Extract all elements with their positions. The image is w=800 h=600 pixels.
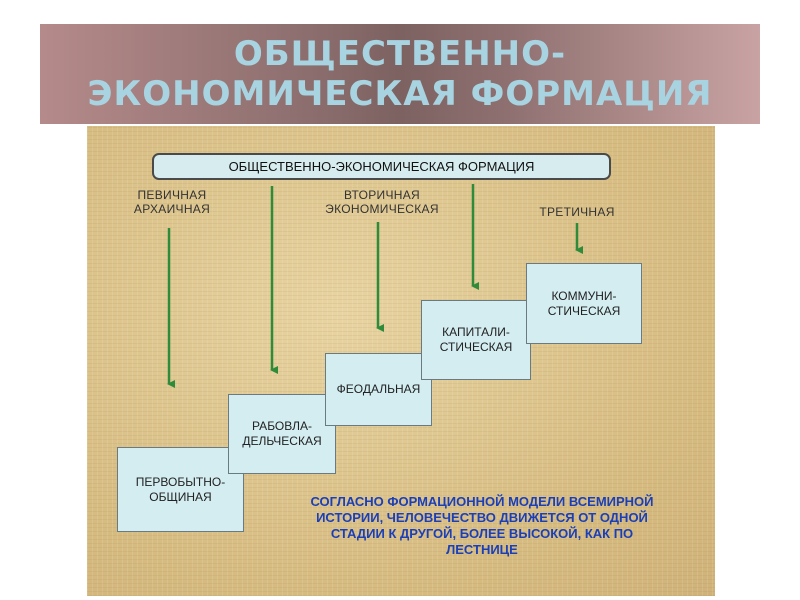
stage-feudal-box: ФЕОДАЛЬНАЯ [325, 353, 432, 426]
diagram-panel: ОБЩЕСТВЕННО-ЭКОНОМИЧЕСКАЯ ФОРМАЦИЯ ПЕВИЧ… [87, 126, 715, 596]
stage-capitalist-line-2: СТИЧЕСКАЯ [439, 340, 513, 354]
note-line-4: ЛЕСТНИЦЕ [446, 542, 518, 557]
stage-primitive-line-2: ОБЩИНАЯ [149, 489, 212, 504]
note-line-3: СТАДИИ К ДРУГОЙ, БОЛЕЕ ВЫСОКОЙ, КАК ПО [330, 526, 634, 541]
slide-title-banner: ОБЩЕСТВЕННО- ЭКОНОМИЧЕСКАЯ ФОРМАЦИЯ [40, 24, 760, 124]
stage-capitalist-line-1: КАПИТАЛИ- [442, 325, 510, 339]
stage-communist-box: КОММУНИ- СТИЧЕСКАЯ [526, 263, 642, 344]
formation-model-note: СОГЛАСНО ФОРМАЦИОННОЙ МОДЕЛИ ВСЕМИРНОЙ И… [262, 494, 702, 558]
category-primary-line-1: ПЕВИЧНАЯ [137, 188, 207, 202]
slide-title-line-1: ОБЩЕСТВЕННО- [233, 34, 567, 74]
stage-slave-line-1: РАБОВЛА- [251, 419, 313, 433]
category-secondary-label: ВТОРИЧНАЯ ЭКОНОМИЧЕСКАЯ [312, 188, 452, 216]
stage-slave-line-2: ДЕЛЬЧЕСКАЯ [242, 434, 322, 448]
category-tertiary-label: ТРЕТИЧНАЯ [517, 205, 637, 219]
stage-primitive-line-1: ПЕРВОБЫТНО- [135, 474, 226, 489]
stage-feudal-line-1: ФЕОДАЛЬНАЯ [336, 382, 421, 396]
formation-header-box: ОБЩЕСТВЕННО-ЭКОНОМИЧЕСКАЯ ФОРМАЦИЯ [152, 153, 611, 180]
stage-communist-line-1: КОММУНИ- [551, 288, 617, 303]
stage-capitalist-box: КАПИТАЛИ- СТИЧЕСКАЯ [421, 300, 531, 380]
slide-title-line-2: ЭКОНОМИЧЕСКАЯ ФОРМАЦИЯ [87, 74, 713, 114]
stage-primitive-box: ПЕРВОБЫТНО- ОБЩИНАЯ [117, 447, 244, 532]
category-primary-line-2: АРХАИЧНАЯ [133, 202, 211, 216]
category-tertiary-line-1: ТРЕТИЧНАЯ [539, 205, 615, 219]
category-secondary-line-1: ВТОРИЧНАЯ [344, 188, 420, 202]
note-line-1: СОГЛАСНО ФОРМАЦИОННОЙ МОДЕЛИ ВСЕМИРНОЙ [310, 494, 654, 509]
category-secondary-line-2: ЭКОНОМИЧЕСКАЯ [325, 202, 439, 216]
category-primary-label: ПЕВИЧНАЯ АРХАИЧНАЯ [117, 188, 227, 216]
stage-communist-line-2: СТИЧЕСКАЯ [547, 303, 621, 318]
stage-slave-box: РАБОВЛА- ДЕЛЬЧЕСКАЯ [228, 394, 336, 474]
note-line-2: ИСТОРИИ, ЧЕЛОВЕЧЕСТВО ДВИЖЕТСЯ ОТ ОДНОЙ [316, 510, 648, 525]
arrows-layer [167, 184, 583, 388]
